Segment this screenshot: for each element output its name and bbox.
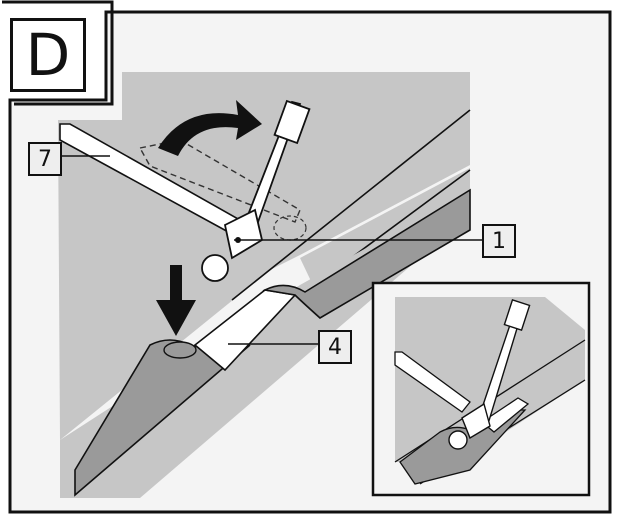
- callout-1: 1: [482, 224, 516, 258]
- inset-clamp: [461, 402, 491, 440]
- inset-connector: [480, 397, 530, 433]
- lever-grip: [273, 99, 311, 145]
- panel-notch: [2, 0, 114, 106]
- tube-4-right-pad: [262, 188, 471, 319]
- down-arrow-icon: [156, 265, 196, 336]
- panel-letter: D: [10, 18, 86, 92]
- inset-tube-7: [394, 351, 471, 413]
- inset-lever-grip: [503, 298, 531, 332]
- tube-end: [163, 341, 197, 359]
- edge-line-upper: [231, 109, 471, 301]
- inset-surface: [395, 297, 585, 462]
- callout-7: 7: [28, 142, 62, 176]
- clamp-ring: [201, 254, 229, 282]
- inset-clamp-ring: [448, 430, 468, 450]
- rotate-arrow-icon: [158, 100, 262, 156]
- callout-4: 4: [318, 330, 352, 364]
